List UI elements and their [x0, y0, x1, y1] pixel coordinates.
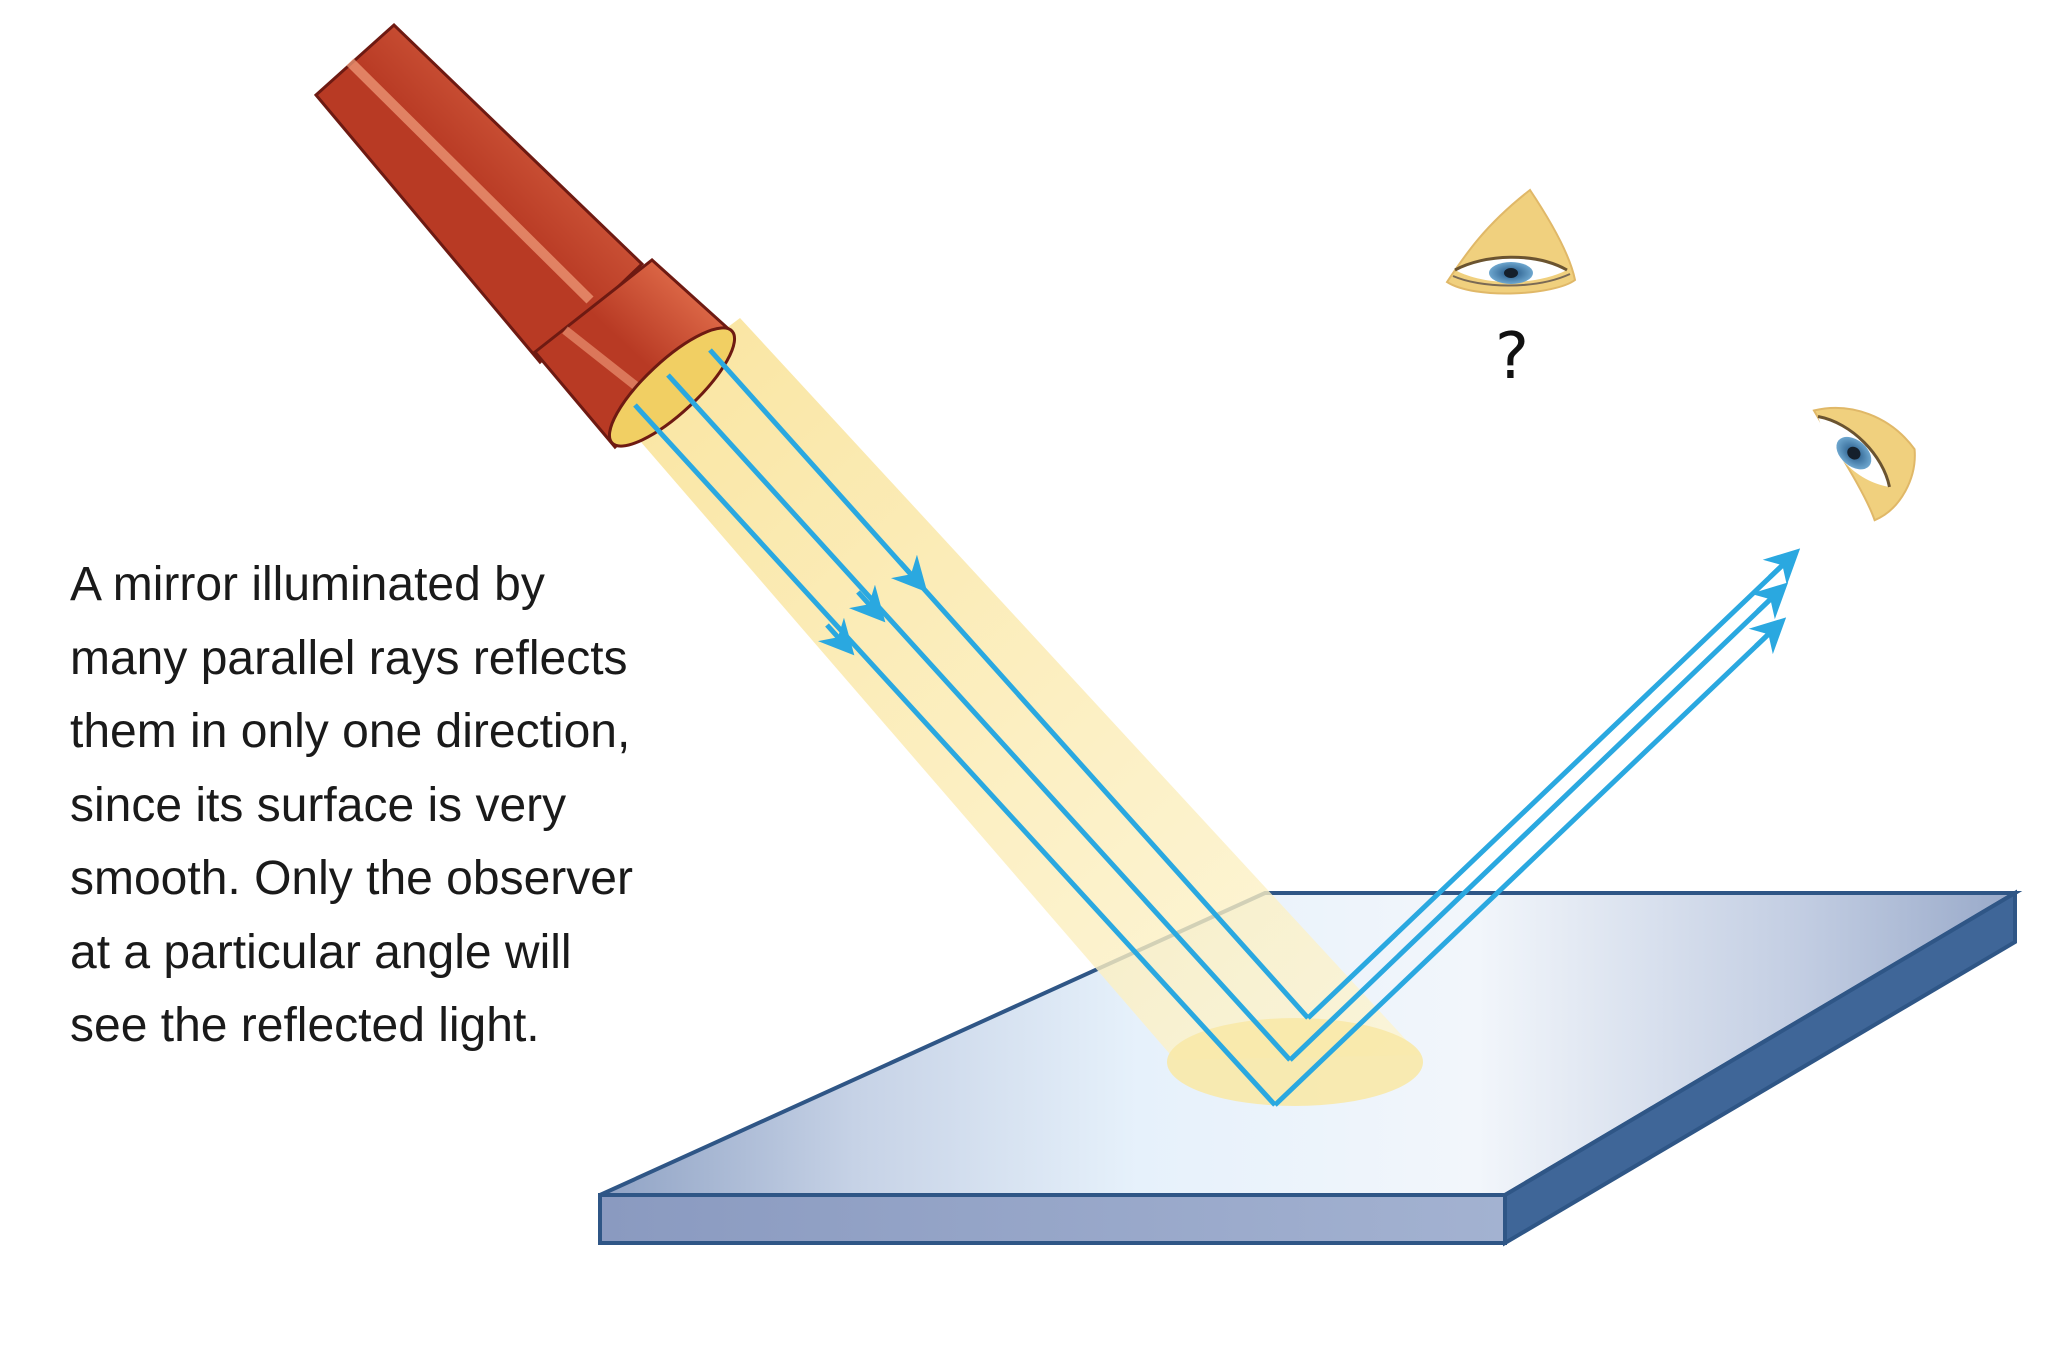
- caption-line: many parallel rays reflects: [70, 631, 628, 685]
- eye-icon: [1812, 406, 1916, 522]
- incident-ray: [633, 403, 1277, 1107]
- caption-line: smooth. Only the observer: [70, 852, 633, 905]
- incident-ray: [666, 373, 1292, 1062]
- eye-icon: [1445, 188, 1577, 295]
- reflected-ray: [1288, 591, 1779, 1062]
- caption-line: them in only one direction,: [70, 705, 631, 758]
- flashlight-icon: [313, 22, 737, 450]
- incident-ray: [708, 348, 1310, 1020]
- caption-line: A mirror illuminated by: [70, 558, 545, 611]
- caption-line: since its surface is very: [70, 778, 567, 832]
- mirror-side-edge: [1503, 889, 2017, 1247]
- light-spot: [1167, 1018, 1423, 1106]
- mirror-front-edge: [598, 1193, 1507, 1245]
- caption-line: at a particular angle will: [70, 925, 572, 979]
- observer-question-mark: ?: [1495, 320, 1529, 394]
- light-beam: [615, 318, 1423, 1106]
- reflected-rays: [1273, 548, 1801, 1107]
- reflected-ray: [1306, 558, 1790, 1020]
- caption-line: see the reflected light.: [70, 999, 540, 1052]
- caption: A mirror illuminated by many parallel ra…: [70, 548, 710, 1063]
- incident-rays: [633, 348, 1310, 1107]
- reflected-ray: [1273, 626, 1777, 1107]
